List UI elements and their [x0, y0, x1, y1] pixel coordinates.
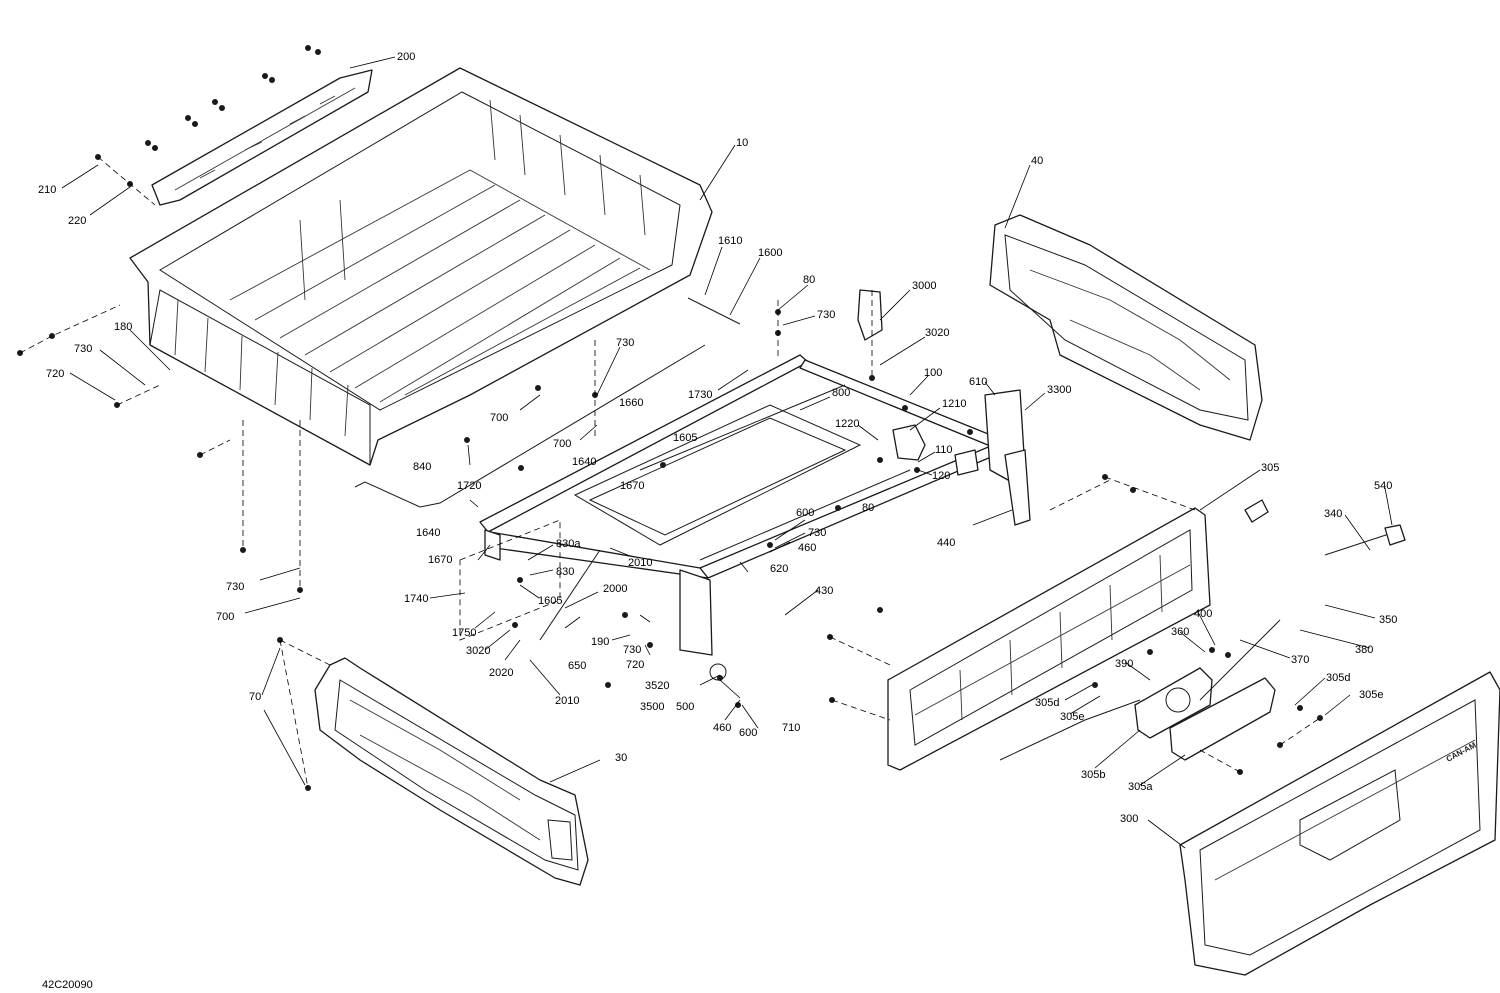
- callout-390: 390: [1115, 658, 1133, 670]
- callout-460: 460: [713, 722, 731, 734]
- callout-700: 700: [490, 412, 508, 424]
- callout-600: 600: [739, 727, 757, 739]
- callout-190: 190: [591, 636, 609, 648]
- callout-400: 400: [1194, 608, 1212, 620]
- callout-430: 430: [815, 585, 833, 597]
- side-panel-left: [314, 657, 589, 886]
- callout-710: 710: [782, 722, 800, 734]
- callout-700: 700: [216, 611, 234, 623]
- callout-360: 360: [1171, 626, 1189, 638]
- callout-300: 300: [1120, 813, 1138, 825]
- callout-80: 80: [803, 274, 815, 286]
- tailgate-inner-frame: [887, 507, 1211, 771]
- callout-40: 40: [1031, 155, 1043, 167]
- callout-305d: 305d: [1326, 672, 1350, 684]
- callout-30: 30: [615, 752, 627, 764]
- callout-720: 720: [46, 368, 64, 380]
- callout-1605: 1605: [538, 595, 562, 607]
- side-panel-right: [989, 214, 1263, 441]
- callout-1670: 1670: [428, 554, 452, 566]
- callout-1670: 1670: [620, 480, 644, 492]
- callout-730: 730: [808, 527, 826, 539]
- callout-10: 10: [736, 137, 748, 149]
- callout-730: 730: [616, 337, 634, 349]
- callout-305b: 305b: [1081, 769, 1105, 781]
- callout-200: 200: [397, 51, 415, 63]
- callout-730: 730: [226, 581, 244, 593]
- callout-1220: 1220: [835, 418, 859, 430]
- callout-730: 730: [74, 343, 92, 355]
- callout-380: 380: [1355, 644, 1373, 656]
- callout-305e: 305e: [1359, 689, 1383, 701]
- callout-340: 340: [1324, 508, 1342, 520]
- callout-800: 800: [832, 387, 850, 399]
- callout-100: 100: [924, 367, 942, 379]
- callout-labels: 10 200 210 220 180 730 720 40 1610 1600 …: [38, 51, 1478, 991]
- callout-3500: 3500: [640, 701, 664, 713]
- callout-440: 440: [937, 537, 955, 549]
- callout-2000: 2000: [603, 583, 627, 595]
- latch-assembly: [1134, 499, 1276, 761]
- callout-70: 70: [249, 691, 261, 703]
- callout-370: 370: [1291, 654, 1309, 666]
- callout-3300: 3300: [1047, 384, 1071, 396]
- callout-305e: 305e: [1060, 711, 1084, 723]
- callout-1660: 1660: [619, 397, 643, 409]
- drawing-number: 42C20090: [42, 979, 93, 991]
- callout-3020: 3020: [466, 645, 490, 657]
- explosion-lines: [19, 156, 1321, 789]
- callout-830: 830: [556, 566, 574, 578]
- callout-730: 730: [817, 309, 835, 321]
- fastener-hardware: [17, 45, 1323, 791]
- callout-305: 305: [1261, 462, 1279, 474]
- hinge-bracket: [857, 289, 926, 461]
- callout-305a: 305a: [1128, 781, 1153, 793]
- callout-540: 540: [1374, 480, 1392, 492]
- callout-1600: 1600: [758, 247, 782, 259]
- callout-2010: 2010: [628, 557, 652, 569]
- callout-1605: 1605: [673, 432, 697, 444]
- callout-1730: 1730: [688, 389, 712, 401]
- callout-350: 350: [1379, 614, 1397, 626]
- callout-3020: 3020: [925, 327, 949, 339]
- callout-210: 210: [38, 184, 56, 196]
- callout-600: 600: [796, 507, 814, 519]
- callout-730: 730: [623, 644, 641, 656]
- callout-460: 460: [798, 542, 816, 554]
- callout-720: 720: [626, 659, 644, 671]
- callout-830a: 830a: [556, 538, 581, 550]
- callout-1640: 1640: [572, 456, 596, 468]
- support-bracket: [954, 389, 1031, 526]
- callout-80: 80: [862, 502, 874, 514]
- callout-3520: 3520: [645, 680, 669, 692]
- callout-1210: 1210: [942, 398, 966, 410]
- rods-and-cables: [354, 297, 1406, 761]
- cargo-frame: [479, 354, 1013, 656]
- callout-1720: 1720: [457, 480, 481, 492]
- callout-650: 650: [568, 660, 586, 672]
- callout-220: 220: [68, 215, 86, 227]
- callout-840: 840: [413, 461, 431, 473]
- callout-180: 180: [114, 321, 132, 333]
- callout-1640: 1640: [416, 527, 440, 539]
- callout-610: 610: [969, 376, 987, 388]
- callout-120: 120: [932, 470, 950, 482]
- callout-2010: 2010: [555, 695, 579, 707]
- callout-1740: 1740: [404, 593, 428, 605]
- callout-620: 620: [770, 563, 788, 575]
- cargo-box-tub: [129, 67, 713, 466]
- callout-305d: 305d: [1035, 697, 1059, 709]
- callout-110: 110: [935, 444, 953, 456]
- callout-1750: 1750: [452, 627, 476, 639]
- callout-1610: 1610: [718, 235, 742, 247]
- callout-500: 500: [676, 701, 694, 713]
- callout-3000: 3000: [912, 280, 936, 292]
- cargo-box-front-cap: [151, 69, 373, 206]
- tailgate-outer-panel: [1179, 671, 1500, 976]
- leader-lines: [61, 56, 1393, 849]
- callout-700: 700: [553, 438, 571, 450]
- callout-2020: 2020: [489, 667, 513, 679]
